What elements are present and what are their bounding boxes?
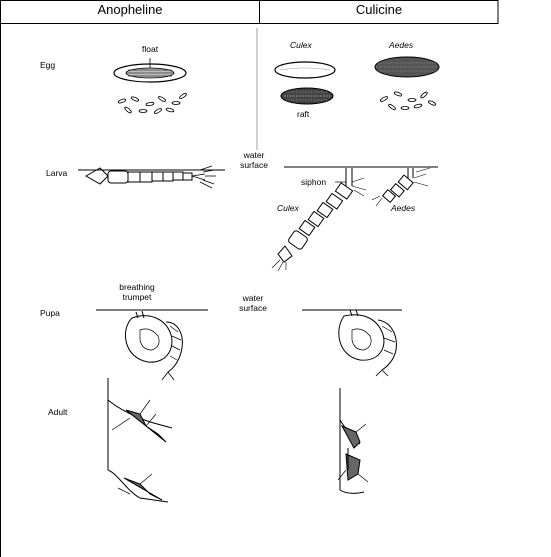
- label-water-surface-larva-line2: surface: [240, 160, 268, 170]
- stage-label-egg: Egg: [40, 60, 56, 70]
- label-aedes-larva: Aedes: [391, 203, 416, 213]
- stage-label-pupa: Pupa: [40, 308, 60, 318]
- label-water-surface-pupa-line1: water: [242, 293, 264, 303]
- culex-raft-drawing: [280, 87, 334, 105]
- anopheline-pupa-drawing: [124, 310, 183, 381]
- label-float: float: [142, 44, 159, 54]
- anopheline-larva-drawing: [84, 165, 216, 189]
- label-water-surface-pupa: water surface: [231, 293, 275, 313]
- column-header-anopheline: Anopheline: [97, 2, 163, 17]
- label-water-surface-larva: water surface: [232, 150, 276, 170]
- culicine-adult-drawing: [337, 388, 369, 494]
- label-aedes-egg: Aedes: [389, 40, 414, 50]
- label-culex-egg: Culex: [290, 40, 312, 50]
- culex-larva-drawing: [271, 168, 367, 272]
- culicine-pupa-drawing: [338, 309, 397, 377]
- label-siphon: siphon: [301, 177, 327, 187]
- label-raft: raft: [297, 109, 310, 119]
- label-culex-larva: Culex: [277, 203, 299, 213]
- label-breathing-trumpet-line1: breathing: [119, 282, 155, 292]
- label-water-surface-larva-line1: water: [243, 150, 265, 160]
- anopheline-eggs-scattered: [117, 92, 187, 114]
- label-water-surface-pupa-line2: surface: [239, 303, 267, 313]
- label-breathing-trumpet-line2: trumpet: [122, 292, 152, 302]
- culex-egg-drawing: [274, 61, 336, 79]
- table-grid: [0, 0, 499, 557]
- stage-label-larva: Larva: [46, 168, 68, 178]
- aedes-egg-drawing: [374, 56, 440, 78]
- anopheline-egg-drawing: [113, 58, 187, 83]
- stage-label-adult: Adult: [48, 407, 68, 417]
- aedes-eggs-scattered: [380, 91, 437, 111]
- aedes-larva-drawing: [371, 167, 431, 207]
- label-breathing-trumpet: breathing trumpet: [112, 282, 162, 302]
- anopheline-adult-drawing: [107, 378, 173, 503]
- column-header-culicine: Culicine: [355, 2, 403, 17]
